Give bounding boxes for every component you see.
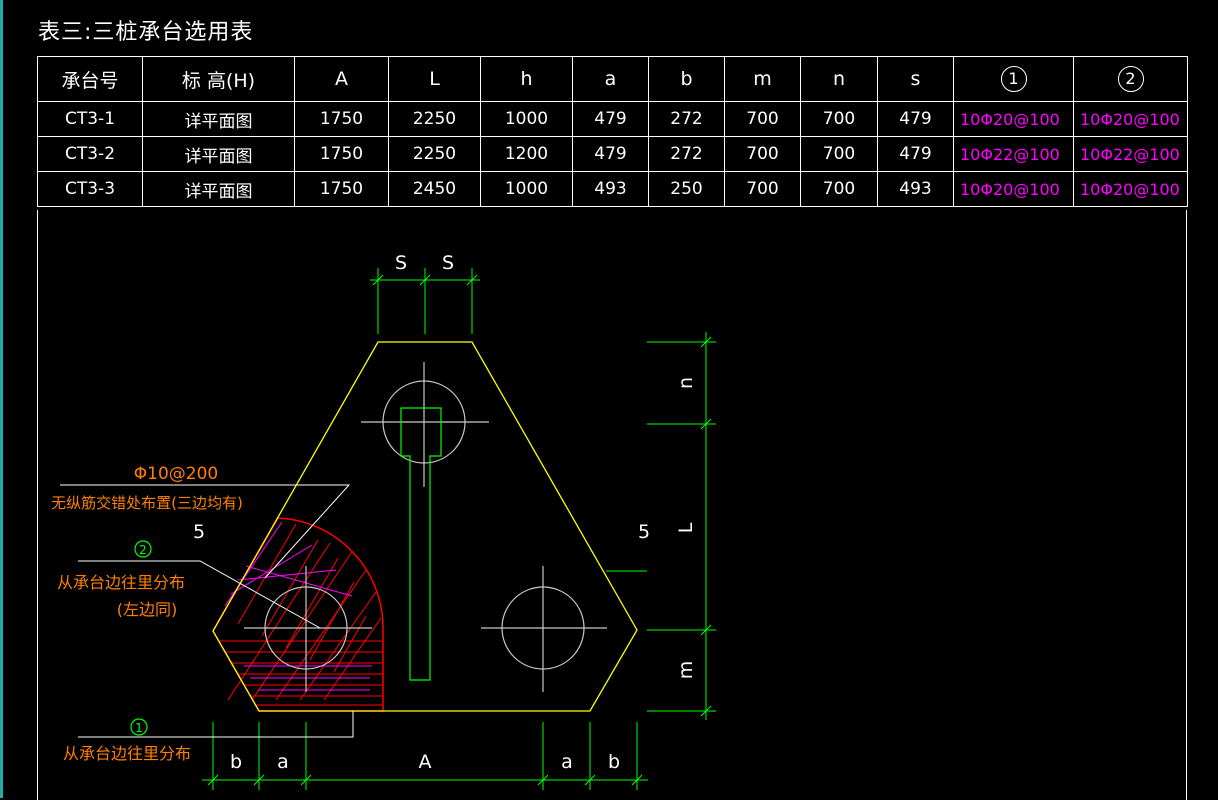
dim-L: L — [675, 522, 697, 533]
viewport-edge — [0, 0, 3, 798]
cell-h: 1000 — [480, 171, 573, 207]
note-rebar-desc: 无纵筋交错处布置(三边均有) — [51, 494, 243, 512]
pile-cap-table: 承台号 标 高(H) A L h a b m n s 1 2 CT3-1 详平面… — [37, 56, 1188, 207]
dim-b-right: b — [608, 751, 620, 773]
cell-m: 700 — [724, 171, 801, 207]
header-cell: m — [724, 56, 801, 102]
pile-right — [481, 566, 607, 692]
table-row: CT3-2 详平面图 1750 2250 1200 479 272 700 70… — [37, 136, 1188, 172]
dim-a-left: a — [277, 751, 289, 773]
cell-m: 700 — [724, 136, 801, 172]
cell-rebar-1: 10Φ22@100 — [953, 136, 1074, 172]
header-cell: s — [877, 56, 954, 102]
cell-A: 1750 — [294, 171, 389, 207]
header-cell: 承台号 — [37, 56, 143, 102]
cell-L: 2450 — [388, 171, 481, 207]
cell-L: 2250 — [388, 101, 481, 137]
column-stub — [400, 407, 442, 681]
cell-elevation: 详平面图 — [142, 101, 295, 137]
dim-a-right: a — [561, 751, 573, 773]
cap-outline — [212, 341, 638, 712]
cell-n: 700 — [800, 101, 878, 137]
rebar-2-callout-num: 2 — [139, 543, 147, 557]
rebar-2-desc: 从承台边往里分布 — [57, 573, 185, 592]
dim-s-right: S — [442, 252, 454, 274]
table-row: CT3-1 详平面图 1750 2250 1000 479 272 700 70… — [37, 101, 1188, 137]
header-cell: b — [648, 56, 725, 102]
cell-rebar-1: 10Φ20@100 — [953, 101, 1074, 137]
cell-rebar-2: 10Φ22@100 — [1073, 136, 1188, 172]
cell-h: 1000 — [480, 101, 573, 137]
rebar-2-note: (左边同) — [117, 600, 178, 619]
rebar-fan — [212, 517, 384, 712]
cell-s: 479 — [877, 136, 954, 172]
cell-b: 250 — [648, 171, 725, 207]
table-row: CT3-3 详平面图 1750 2450 1000 493 250 700 70… — [37, 171, 1188, 207]
right-dimension — [606, 332, 716, 720]
cell-rebar-1: 10Φ20@100 — [953, 171, 1074, 207]
cell-rebar-2: 10Φ20@100 — [1073, 101, 1188, 137]
pile-left — [244, 566, 372, 692]
rebar-1-callout — [130, 718, 148, 736]
cell-s: 479 — [877, 101, 954, 137]
bottom-dimension — [202, 722, 648, 790]
pile-top — [361, 362, 489, 487]
drawing-frame — [37, 210, 1187, 800]
dim-m: m — [675, 661, 697, 680]
leader-lines — [60, 484, 354, 738]
rebar-2-callout — [134, 540, 152, 558]
cell-elevation: 详平面图 — [142, 171, 295, 207]
table-header-row: 承台号 标 高(H) A L h a b m n s 1 2 — [37, 56, 1188, 102]
rebar-1-marker: 1 — [1000, 66, 1027, 92]
header-cell: a — [572, 56, 649, 102]
cell-a: 479 — [572, 101, 649, 137]
dim-A: A — [419, 751, 432, 773]
section-mark-left: 5 — [193, 521, 205, 543]
dim-s-left: S — [395, 252, 407, 274]
header-cell: h — [480, 56, 573, 102]
rebar-1-callout-num: 1 — [135, 721, 143, 735]
dim-n: n — [675, 377, 697, 389]
dim-b-left: b — [230, 751, 242, 773]
cell-n: 700 — [800, 171, 878, 207]
rebar-1-desc: 从承台边往里分布 — [63, 744, 191, 763]
cell-m: 700 — [724, 101, 801, 137]
rebar-2-marker: 2 — [1117, 66, 1144, 92]
cell-cap-id: CT3-2 — [37, 136, 143, 172]
header-cell: 2 — [1073, 56, 1188, 102]
cell-A: 1750 — [294, 136, 389, 172]
note-rebar-spec: Φ10@200 — [134, 464, 218, 484]
table-title: 表三:三桩承台选用表 — [38, 20, 254, 45]
cell-elevation: 详平面图 — [142, 136, 295, 172]
top-dimension — [370, 268, 480, 334]
section-mark-right: 5 — [638, 521, 650, 543]
cell-cap-id: CT3-3 — [37, 171, 143, 207]
cell-rebar-2: 10Φ20@100 — [1073, 171, 1188, 207]
